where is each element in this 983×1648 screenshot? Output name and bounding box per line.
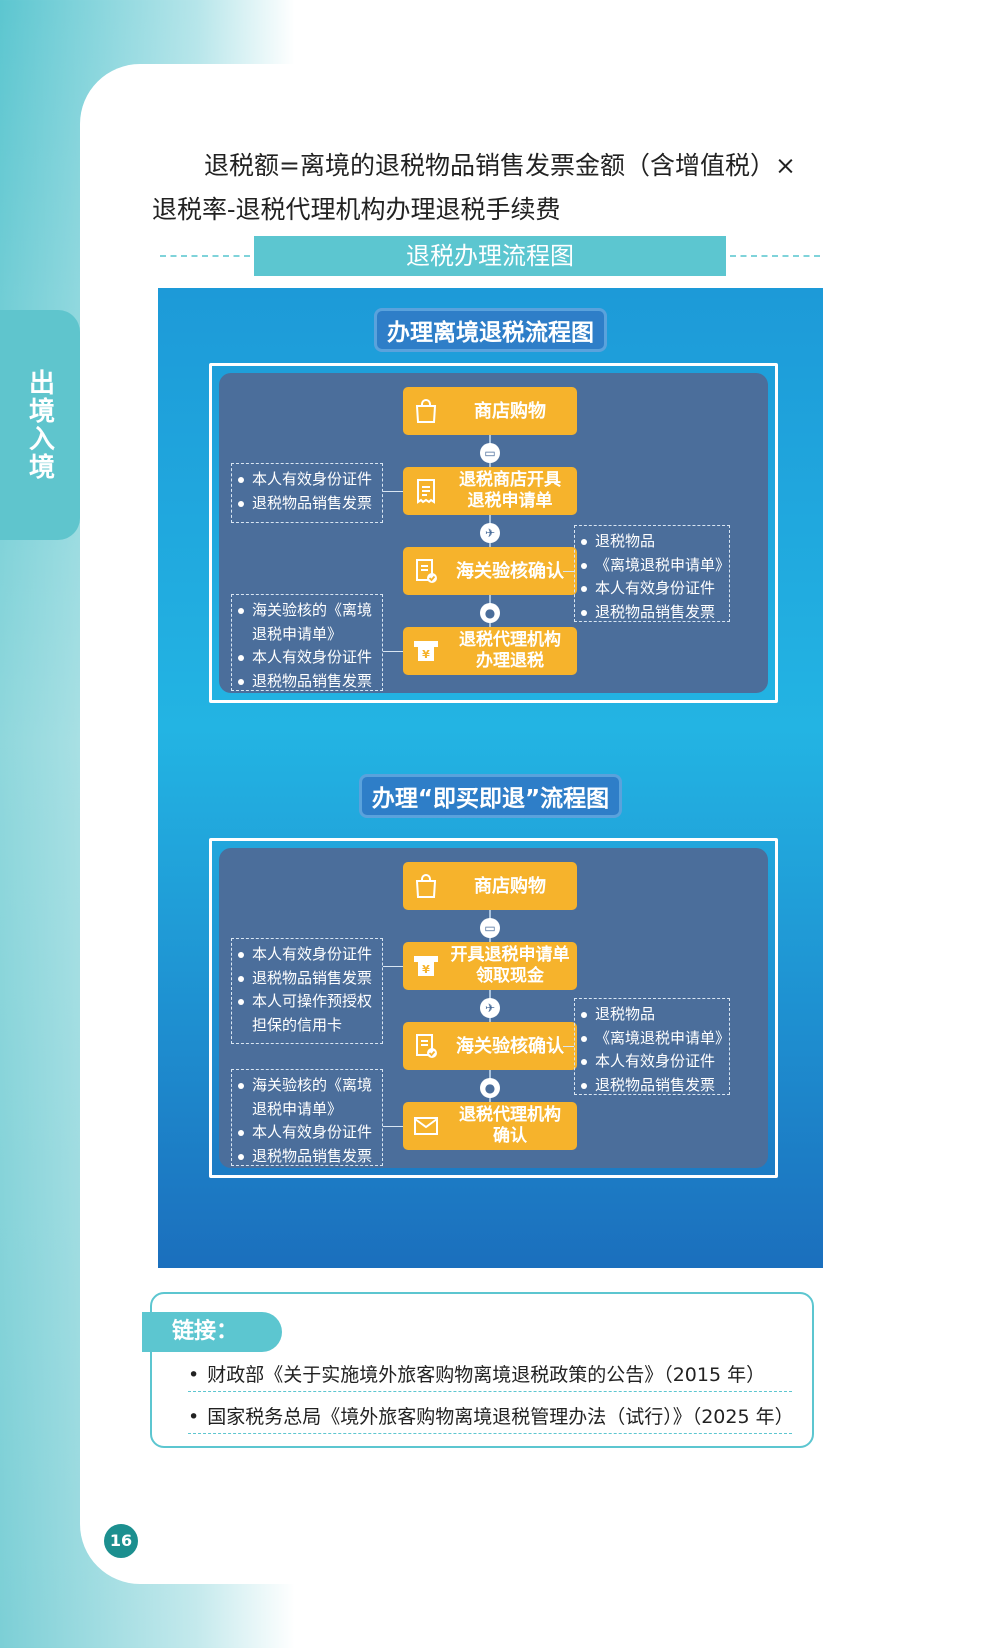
officer-icon: ● (480, 1078, 500, 1098)
svg-text:¥: ¥ (422, 963, 430, 976)
flow2-box-right: 退税物品 《离境退税申请单》 本人有效身份证件 退税物品销售发票 (574, 998, 730, 1095)
flow2-step-shop-label: 商店购物 (474, 875, 546, 897)
shopping-bag-icon (403, 873, 449, 899)
flow1-step-shop: 商店购物 (403, 387, 577, 435)
flow1-frame: 商店购物 ▭ 退税商店开具 退税申请单 ✈ 海关验核确认 ● ¥ (209, 363, 778, 703)
flow2-title: 办理“即买即退”流程图 (158, 774, 823, 818)
flow1-inner: 商店购物 ▭ 退税商店开具 退税申请单 ✈ 海关验核确认 ● ¥ (219, 373, 768, 693)
document-check-icon (403, 1033, 449, 1059)
flow1-box-left-1: 本人有效身份证件 退税物品销售发票 (231, 463, 383, 523)
flow1-step-refund: ¥ 退税代理机构 办理退税 (403, 627, 577, 675)
list-item: 本人有效身份证件 (238, 943, 376, 967)
list-item: 担保的信用卡 (252, 1015, 343, 1034)
list-item: 海关验核的《离境 (238, 1074, 376, 1098)
link-text[interactable]: 国家税务总局《境外旅客购物离境退税管理办法（试行）》（2025 年） (207, 1406, 794, 1428)
side-chapter-tab[interactable]: 出境入境 (0, 310, 80, 540)
links-box: 链接： • 财政部《关于实施境外旅客购物离境退税政策的公告》（2015 年） • 国… (142, 1292, 814, 1448)
envelope-icon (403, 1116, 449, 1136)
list-item: 退税申请单》 (252, 1099, 343, 1118)
flow1-step-refund-label: 退税代理机构 办理退税 (459, 630, 561, 671)
list-item: 退税物品销售发票 (238, 670, 376, 694)
flow2-box-left-1-link (383, 966, 403, 967)
receipt-icon (403, 478, 449, 504)
link-item[interactable]: • 财政部《关于实施境外旅客购物离境退税政策的公告》（2015 年） (188, 1360, 792, 1392)
right-dash-divider (730, 255, 820, 257)
flow1-step-shop-label: 商店购物 (474, 400, 546, 422)
list-item: 本人有效身份证件 (238, 468, 376, 492)
flow1-title-text: 办理离境退税流程图 (374, 308, 607, 352)
flow2-step-cash: ¥ 开具退税申请单 领取现金 (403, 942, 577, 990)
flow1-box-left-1-link (383, 491, 403, 492)
yuan-refund-icon: ¥ (403, 639, 449, 663)
flow1-step-issue-form: 退税商店开具 退税申请单 (403, 467, 577, 515)
flow1-step-customs: 海关验核确认 (403, 547, 577, 595)
link-text[interactable]: 财政部《关于实施境外旅客购物离境退税政策的公告》（2015 年） (207, 1364, 766, 1386)
airplane-icon: ✈ (480, 998, 500, 1018)
left-dash-divider (160, 255, 250, 257)
list-item: 海关验核的《离境 (238, 599, 376, 623)
list-item: 退税物品销售发票 (238, 967, 376, 991)
flow1-box-right-link (563, 571, 574, 572)
cash-icon: ¥ (403, 954, 449, 978)
list-item: 退税物品销售发票 (581, 601, 723, 625)
bullet-icon: • (188, 1364, 200, 1386)
flowchart-panel: 办理离境退税流程图 商店购物 ▭ 退税商店开具 退税申请单 ✈ (158, 288, 823, 1268)
flow2-title-text: 办理“即买即退”流程图 (358, 774, 623, 818)
list-item: 本人有效身份证件 (238, 646, 376, 670)
page-number: 16 (104, 1524, 138, 1558)
list-item: 退税物品销售发票 (238, 1145, 376, 1169)
list-item: 本人有效身份证件 (581, 1050, 723, 1074)
flow1-step-customs-label: 海关验核确认 (456, 560, 564, 582)
list-item: 退税物品销售发票 (238, 492, 376, 516)
shopping-bag-icon (403, 398, 449, 424)
flow2-inner: 商店购物 ▭ ¥ 开具退税申请单 领取现金 ✈ 海关验核确认 ● (219, 848, 768, 1168)
flow1-box-right: 退税物品 《离境退税申请单》 本人有效身份证件 退税物品销售发票 (574, 525, 730, 622)
flow1-box-left-2: 海关验核的《离境 退税申请单》 本人有效身份证件 退税物品销售发票 (231, 594, 383, 691)
flow2-box-left-2-link (383, 1126, 403, 1127)
tax-refund-formula: 退税额=离境的退税物品销售发票金额（含增值税）× 退税率-退税代理机构办理退税手… (152, 144, 852, 232)
flow2-step-agent-label: 退税代理机构 确认 (459, 1105, 561, 1146)
formula-line-1: 退税额=离境的退税物品销售发票金额（含增值税）× (204, 151, 796, 180)
list-item: 本人有效身份证件 (238, 1121, 376, 1145)
flow2-step-cash-label: 开具退税申请单 领取现金 (450, 945, 570, 986)
airplane-icon: ✈ (480, 523, 500, 543)
flow2-box-right-link (563, 1046, 574, 1047)
flow1-box-left-2-link (383, 651, 403, 652)
formula-line-2: 退税率-退税代理机构办理退税手续费 (152, 195, 561, 224)
list-item: 退税物品销售发票 (581, 1074, 723, 1098)
flow2-step-customs-label: 海关验核确认 (456, 1035, 564, 1057)
list-item: 《离境退税申请单》 (581, 1027, 730, 1051)
flow1-step-issue-form-label: 退税商店开具 退税申请单 (459, 470, 561, 511)
flow1-title: 办理离境退税流程图 (158, 308, 823, 352)
side-chapter-label: 出境入境 (24, 369, 55, 481)
officer-icon: ● (480, 603, 500, 623)
links-tag: 链接： (142, 1312, 282, 1352)
list-item: 退税物品 (581, 530, 723, 554)
list-item: 退税物品 (581, 1003, 723, 1027)
list-item: 退税申请单》 (252, 624, 343, 643)
section-title: 退税办理流程图 (254, 236, 726, 276)
bullet-icon: • (188, 1406, 200, 1428)
flow2-step-shop: 商店购物 (403, 862, 577, 910)
list-item: 本人有效身份证件 (581, 577, 723, 601)
flow2-step-agent: 退税代理机构 确认 (403, 1102, 577, 1150)
section-header: 退税办理流程图 (160, 236, 820, 276)
document-check-icon (403, 558, 449, 584)
list-item: 《离境退税申请单》 (581, 554, 730, 578)
svg-text:¥: ¥ (422, 648, 430, 661)
flow2-step-customs: 海关验核确认 (403, 1022, 577, 1070)
flow2-box-left-2: 海关验核的《离境 退税申请单》 本人有效身份证件 退税物品销售发票 (231, 1069, 383, 1166)
computer-icon: ▭ (480, 918, 500, 938)
list-item: 本人可操作预授权 (238, 990, 376, 1014)
flow2-frame: 商店购物 ▭ ¥ 开具退税申请单 领取现金 ✈ 海关验核确认 ● (209, 838, 778, 1178)
link-item[interactable]: • 国家税务总局《境外旅客购物离境退税管理办法（试行）》（2025 年） (188, 1402, 794, 1434)
flow2-box-left-1: 本人有效身份证件 退税物品销售发票 本人可操作预授权 担保的信用卡 (231, 938, 383, 1044)
computer-icon: ▭ (480, 443, 500, 463)
